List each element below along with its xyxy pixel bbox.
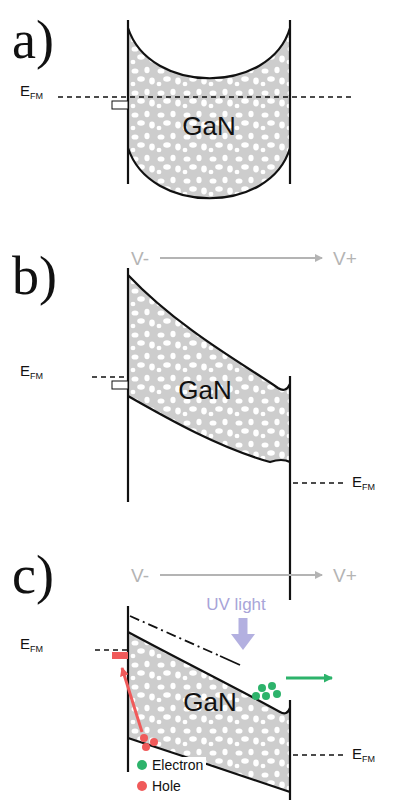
fermi-level-label: EFM: [20, 363, 43, 381]
material-label: GaN: [182, 111, 235, 142]
legend-swatch: [137, 781, 147, 791]
fermi-level-label: EFM: [20, 636, 43, 654]
gan-region: GaN: [128, 28, 290, 203]
voltage-label: V+: [333, 249, 357, 268]
legend-text: Hole: [152, 778, 181, 794]
material-label: GaN: [178, 375, 231, 406]
panel-letter: b): [12, 249, 57, 303]
voltage-label: V-: [131, 566, 149, 585]
fermi-level-label: EFM: [20, 83, 43, 101]
legend-entry: Electron: [136, 757, 206, 773]
legend-swatch: [137, 760, 147, 770]
fermi-level-label: EFM: [352, 746, 375, 764]
panel-letter: c): [12, 548, 54, 602]
gan-region: GaN: [128, 275, 290, 465]
panel-letter: a): [12, 13, 54, 67]
uv-light-label: UV light: [206, 596, 266, 613]
voltage-label: V-: [131, 249, 149, 268]
legend-entry: Hole: [136, 778, 184, 794]
voltage-label: V+: [333, 566, 357, 585]
fermi-level-label: EFM: [352, 474, 375, 492]
legend-text: Electron: [152, 757, 203, 773]
material-label: GaN: [183, 687, 236, 718]
